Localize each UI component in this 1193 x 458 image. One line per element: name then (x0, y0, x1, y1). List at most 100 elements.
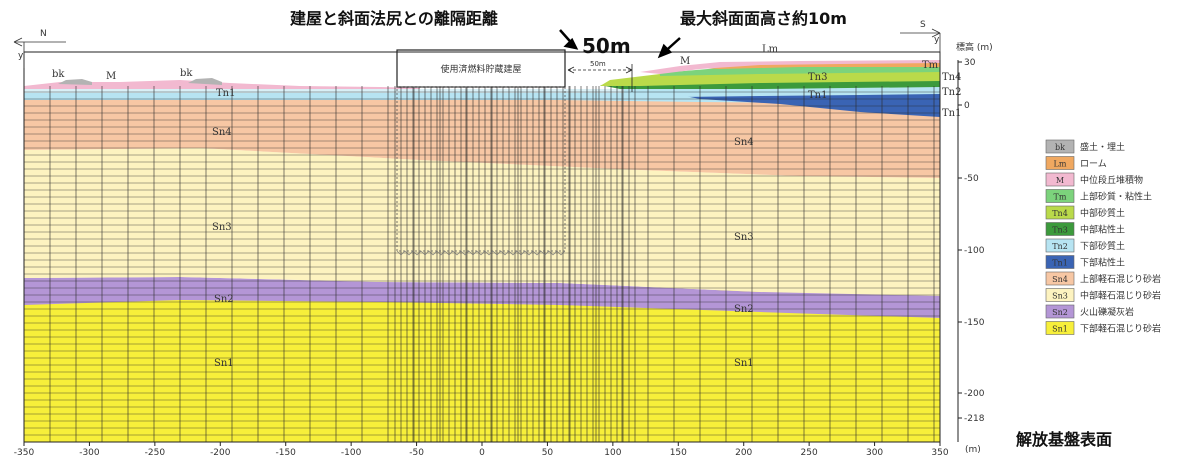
x-tick-label: -50 (409, 448, 424, 458)
label-sn2-right: Sn2 (734, 304, 754, 315)
layer-sn4 (24, 100, 940, 178)
y-tick-label: -218 (964, 414, 985, 424)
label-lm-right: Lm (762, 44, 779, 55)
layer-m-right (640, 60, 940, 74)
legend-code: Tn1 (1052, 259, 1068, 268)
slope-height-annotation: 最大斜面面高さ約10m (680, 9, 847, 28)
label-bk-left: bk (52, 69, 65, 80)
label-sn1-left: Sn1 (214, 358, 234, 369)
label-tn1-edge: Tn1 (942, 108, 961, 119)
layer-tn2-band (24, 90, 940, 104)
y-axis: 300-50-100-150-200-218 (957, 58, 985, 442)
dim-arrow-left (567, 66, 575, 74)
x-tick-label: -100 (341, 448, 362, 458)
x-tick-label: 150 (670, 448, 687, 458)
legend-code: Tm (1054, 193, 1067, 202)
mesh-grid (24, 86, 940, 442)
legend-description: 下部砂質土 (1080, 240, 1125, 252)
left-callout-arrowhead (563, 37, 579, 50)
label-tm-edge: Tm (922, 60, 939, 71)
dim-small-label: 50m (590, 60, 606, 68)
label-sn2-left: Sn2 (214, 294, 234, 305)
legend-description: 中部粘性土 (1080, 224, 1125, 236)
label-tn1-left: Tn1 (216, 88, 235, 99)
annotation-arrows (559, 29, 681, 59)
legend-description: 盛土・埋土 (1080, 141, 1125, 153)
y-tick-label: -200 (964, 389, 985, 399)
legend-swatch (1045, 205, 1075, 220)
legend-description: 下部粘性土 (1080, 257, 1125, 269)
label-m-right: M (680, 56, 690, 67)
legend-code: Tn4 (1052, 209, 1068, 218)
layer-tn1-top-left (24, 89, 624, 93)
legend-description: 下部軽石混じり砂岩 (1080, 323, 1161, 335)
y-tick-label: -50 (964, 174, 979, 184)
legend-swatch (1045, 172, 1075, 187)
x-unit: (m) (965, 445, 981, 455)
legend-description: 中部軽石混じり砂岩 (1080, 290, 1161, 302)
legend-code: Tn2 (1052, 242, 1068, 251)
south-arrow-head (931, 28, 941, 38)
x-tick-label: 300 (866, 448, 883, 458)
x-tick-label: -200 (210, 448, 231, 458)
legend-swatch (1045, 238, 1075, 253)
building-label: 使用済燃料貯蔵建屋 (440, 63, 521, 75)
legend-code: Lm (1054, 160, 1067, 169)
legend-swatch (1045, 189, 1075, 203)
south-label: S (920, 20, 926, 30)
layer-tn1-blue (680, 92, 940, 117)
distance-value: 50m (582, 34, 631, 58)
legend-swatch (1045, 156, 1075, 170)
layer-bk-left (58, 79, 92, 85)
north-label: N (40, 29, 47, 39)
label-sn1-right: Sn1 (734, 358, 754, 369)
legend-description: 中部砂質土 (1080, 207, 1125, 219)
left-y-label: y (18, 51, 24, 61)
foundation-zone (396, 86, 566, 252)
y-tick-label: 0 (964, 101, 970, 111)
legend-code: M (1056, 176, 1064, 185)
legend-swatch (1045, 255, 1075, 269)
distance-annotation: 建屋と斜面法尻との離隔距離 (290, 9, 498, 28)
orientation-markers (13, 28, 941, 68)
label-tn2-edge: Tn2 (942, 87, 961, 98)
x-tick-label: -300 (79, 448, 100, 458)
basement-surface-label: 解放基盤表面 (1016, 430, 1112, 449)
layer-sn3 (24, 148, 940, 296)
strata-group (24, 60, 940, 442)
x-tick-label: -350 (14, 448, 35, 458)
legend-code: Tn3 (1052, 226, 1068, 235)
legend-description: 中位段丘堆積物 (1080, 174, 1143, 186)
legend-description: 上部砂質・粘性土 (1080, 191, 1152, 203)
legend-swatch (1045, 304, 1075, 319)
label-sn4-left: Sn4 (212, 127, 232, 138)
x-tick-label: 250 (801, 448, 818, 458)
building-group: 使用済燃料貯蔵建屋 (396, 49, 566, 256)
x-tick-label: 0 (479, 448, 485, 458)
legend-code: Sn3 (1052, 292, 1068, 301)
label-sn3-right: Sn3 (734, 232, 754, 243)
layer-sn2-body (24, 277, 940, 318)
x-tick-label: 100 (604, 448, 621, 458)
legend-description: 上部軽石混じり砂岩 (1080, 273, 1161, 285)
legend-swatch (1045, 222, 1075, 236)
label-m-left: M (106, 71, 116, 82)
legend-code: Sn1 (1052, 325, 1068, 334)
dim-arrow-right (625, 66, 633, 74)
layer-lm (700, 62, 940, 69)
dimension-marker (567, 64, 633, 92)
label-tn1-right-mid: Tn1 (808, 90, 827, 101)
label-sn4-right: Sn4 (734, 137, 754, 148)
layer-sn1 (24, 290, 940, 442)
strata-labels: bk M bk Tn1 Sn4 Sn3 Sn2 Sn1 M Lm Tn3 Tn1… (52, 44, 961, 369)
north-arrow-head (13, 37, 23, 47)
label-bk-mid: bk (180, 68, 193, 79)
legend-swatch (1045, 271, 1075, 286)
layer-tn3 (600, 80, 940, 89)
y-unit: 標高 (m) (956, 41, 993, 53)
label-tn4-edge: Tn4 (942, 72, 961, 83)
label-tn3-right: Tn3 (808, 72, 827, 83)
